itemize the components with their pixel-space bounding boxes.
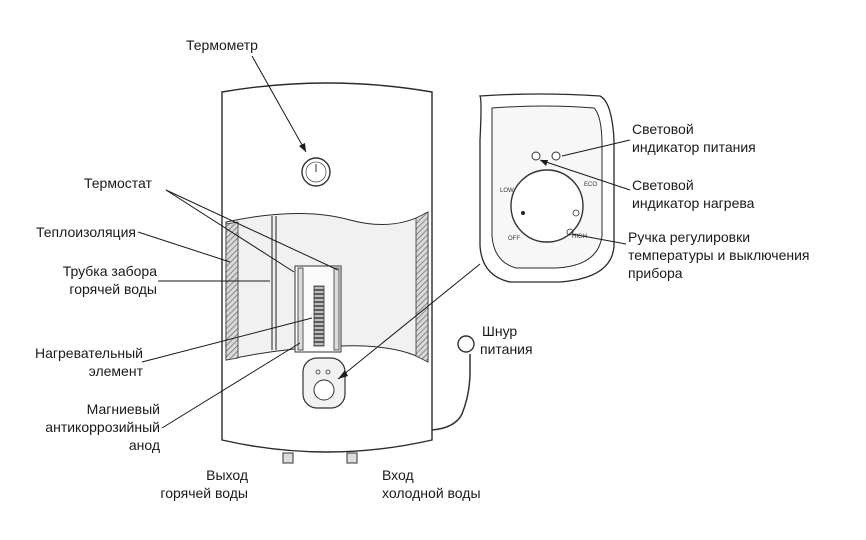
power-plug <box>457 335 475 353</box>
insulation-left <box>225 221 239 361</box>
label-anode-line1: Магниевый <box>87 401 160 417</box>
label-knob-line3: прибора <box>628 265 683 281</box>
label-insulation: Теплоизоляция <box>36 224 136 240</box>
label-cold-in-line2: холодной воды <box>382 485 481 501</box>
label-anode-line2: антикоррозийный <box>45 419 160 435</box>
thermostat-rod-left <box>297 267 304 351</box>
label-hot-pipe-line2: горячей воды <box>69 281 157 297</box>
label-thermostat: Термостат <box>84 175 152 191</box>
label-hot-out-line1: Выход <box>206 467 248 483</box>
label-heat-light-line1: Световой <box>632 177 694 193</box>
thermostat-rod-right <box>333 267 340 351</box>
panel-mark-high: HIGH <box>572 234 587 240</box>
cold-water-inlet <box>346 452 358 464</box>
label-hot-pipe-line1: Трубка забора <box>63 263 157 279</box>
heat-indicator-light <box>531 151 541 161</box>
label-power-light-line2: индикатор питания <box>632 139 756 155</box>
label-thermometer: Термометр <box>186 37 258 53</box>
power-cord <box>431 354 471 431</box>
hot-water-outlet <box>282 452 294 464</box>
label-cord-line2: питания <box>480 341 533 357</box>
label-power-light-line1: Световой <box>632 121 694 137</box>
leader-lines <box>137 55 631 429</box>
label-anode-line3: анод <box>129 437 160 453</box>
control-knob-small <box>313 379 335 401</box>
panel-mark-off: OFF <box>508 236 520 242</box>
temperature-knob <box>510 169 584 243</box>
knob-pointer <box>521 211 525 215</box>
label-knob-line2: температуры и выключения <box>628 247 810 263</box>
label-hot-out-line2: горячей воды <box>160 485 248 501</box>
heater-body <box>221 82 475 464</box>
label-heater-line1: Нагревательный <box>35 345 143 361</box>
label-heat-light-line2: индикатор нагрева <box>632 195 755 211</box>
insulation-right <box>415 211 429 363</box>
label-heater-line2: элемент <box>89 363 144 379</box>
heating-element-coil <box>313 285 325 347</box>
panel-mark-low: LOW <box>500 188 514 194</box>
labels: Термометр Термостат Теплоизоляция Трубка… <box>35 37 810 501</box>
panel-mark-eco: ECO <box>584 182 597 188</box>
label-cold-in-line1: Вход <box>382 467 414 483</box>
label-knob-line1: Ручка регулировки <box>628 229 750 245</box>
control-panel-zoom: LOW ECO OFF HIGH <box>478 93 615 283</box>
power-indicator-light <box>551 151 561 161</box>
label-cord-line1: Шнур <box>482 323 517 339</box>
